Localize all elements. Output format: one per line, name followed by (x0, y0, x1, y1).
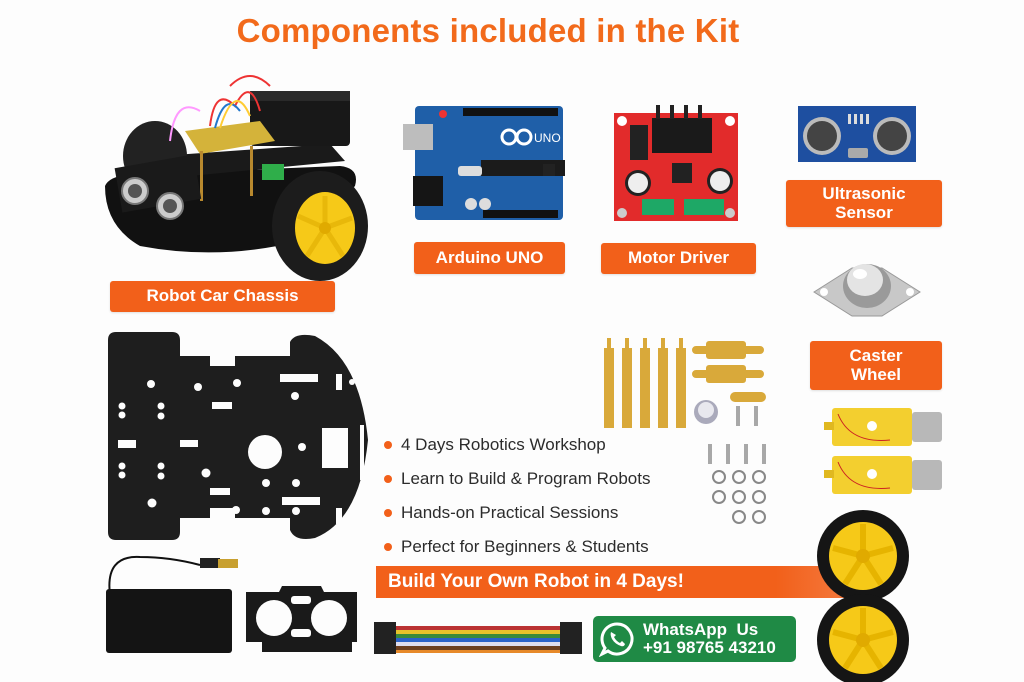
promo-banner: Build Your Own Robot in 4 Days! (376, 566, 846, 598)
feature-item: Hands-on Practical Sessions (384, 496, 650, 530)
page-title: Components included in the Kit (236, 12, 740, 49)
feature-text: Learn to Build & Program Robots (401, 469, 651, 488)
hardware-parts-image (596, 334, 771, 524)
whatsapp-icon (599, 621, 635, 657)
wheels-image (815, 510, 911, 682)
label-motor-driver: Motor Driver (601, 243, 756, 274)
whatsapp-contact-button[interactable]: WhatsApp Us +91 98765 43210 (593, 616, 796, 662)
feature-item: 4 Days Robotics Workshop (384, 428, 650, 462)
bullet-dot-icon (384, 509, 392, 517)
robot-car-image (100, 66, 370, 286)
bullet-dot-icon (384, 475, 392, 483)
label-ultrasonic-sensor: Ultrasonic Sensor (786, 180, 942, 227)
feature-text: Perfect for Beginners & Students (401, 537, 649, 556)
gear-motors-image (820, 404, 950, 504)
label-robot-car-chassis: Robot Car Chassis (110, 281, 335, 312)
sensor-bracket-image (244, 584, 359, 658)
caster-wheel-image (812, 250, 922, 320)
label-caster-wheel: Caster Wheel (810, 341, 942, 390)
motor-driver-image (612, 103, 740, 223)
whatsapp-phone: +91 98765 43210 (643, 638, 776, 657)
chassis-plate-image (100, 330, 380, 543)
label-caster-line1: Caster (849, 345, 903, 365)
feature-item: Perfect for Beginners & Students (384, 530, 650, 564)
whatsapp-label: WhatsApp Us (643, 620, 759, 640)
jumper-wires-image (374, 618, 584, 658)
arduino-logo-text: UNO (534, 131, 561, 145)
feature-text: 4 Days Robotics Workshop (401, 435, 606, 454)
battery-holder-image (100, 545, 250, 660)
label-ultrasonic-line2: Sensor (835, 202, 893, 222)
arduino-uno-image: UNO (403, 104, 565, 222)
ultrasonic-sensor-image (798, 106, 916, 162)
bullet-dot-icon (384, 441, 392, 449)
label-ultrasonic-line1: Ultrasonic (822, 183, 906, 203)
bullet-dot-icon (384, 543, 392, 551)
label-caster-line2: Wheel (850, 364, 902, 384)
feature-list: 4 Days Robotics Workshop Learn to Build … (384, 428, 650, 564)
label-arduino-uno: Arduino UNO (414, 242, 565, 274)
feature-item: Learn to Build & Program Robots (384, 462, 650, 496)
feature-text: Hands-on Practical Sessions (401, 503, 619, 522)
